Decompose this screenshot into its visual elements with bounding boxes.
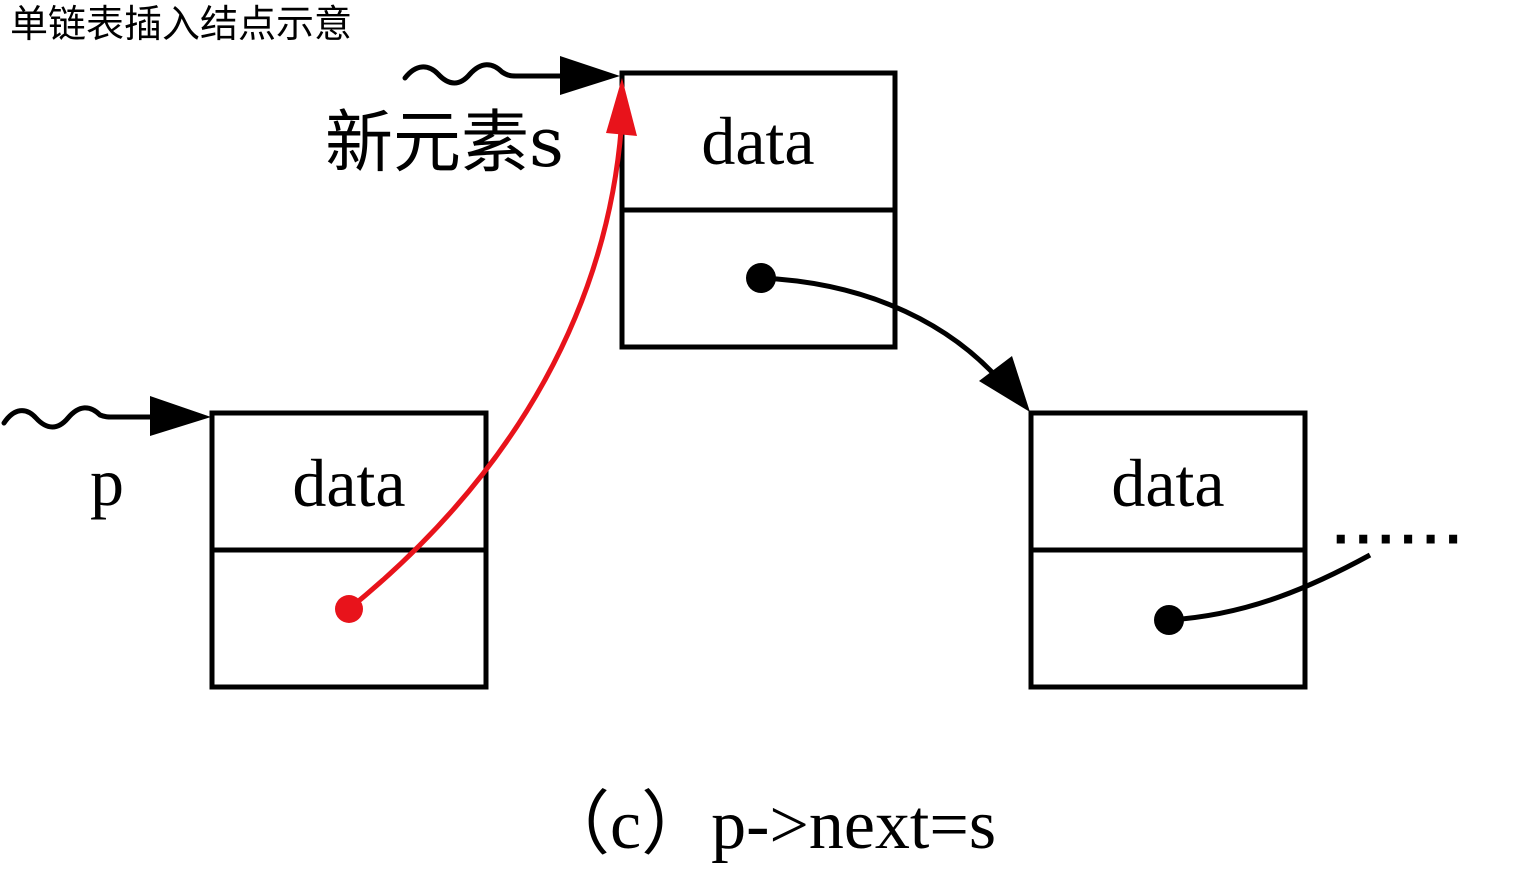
red-link-origin-dot <box>335 595 363 623</box>
outgoing-link-origin-dot <box>1154 605 1184 635</box>
p-label: p <box>90 444 124 520</box>
red-link-curve <box>347 117 625 611</box>
pointer-p-arrowhead <box>150 396 211 436</box>
node-p-data-label: data <box>292 445 405 521</box>
node-next: data <box>1028 410 1308 690</box>
pointer-s-arrowhead <box>560 56 620 95</box>
next-node-outgoing-link: ······ <box>1154 512 1467 635</box>
node-s-next-field <box>619 207 898 350</box>
continuation-dots: ······ <box>1332 512 1467 566</box>
pointer-p: p <box>1 396 211 520</box>
caption: （c）p->next=s <box>540 787 996 864</box>
red-link-arrowhead <box>606 78 637 136</box>
black-link-origin-dot <box>746 263 776 293</box>
pointer-s: 新元素s <box>325 56 620 183</box>
black-link-curve <box>760 275 1010 392</box>
black-link-arrowhead <box>979 356 1030 412</box>
outgoing-link-curve <box>1168 552 1372 623</box>
red-link-p-to-s <box>335 78 637 623</box>
new-element-label: 新元素s <box>325 104 564 183</box>
black-link-s-to-next <box>746 263 1030 412</box>
node-next-data-label: data <box>1111 445 1224 521</box>
node-p-next-field <box>209 547 489 690</box>
node-p: data <box>209 410 489 690</box>
pointer-s-wave <box>402 62 569 86</box>
page-title: 单链表插入结点示意 <box>10 2 353 46</box>
node-s-data-label: data <box>701 103 814 179</box>
node-s: data <box>619 70 898 350</box>
pointer-p-wave <box>1 405 159 430</box>
node-next-next-field <box>1028 547 1308 690</box>
